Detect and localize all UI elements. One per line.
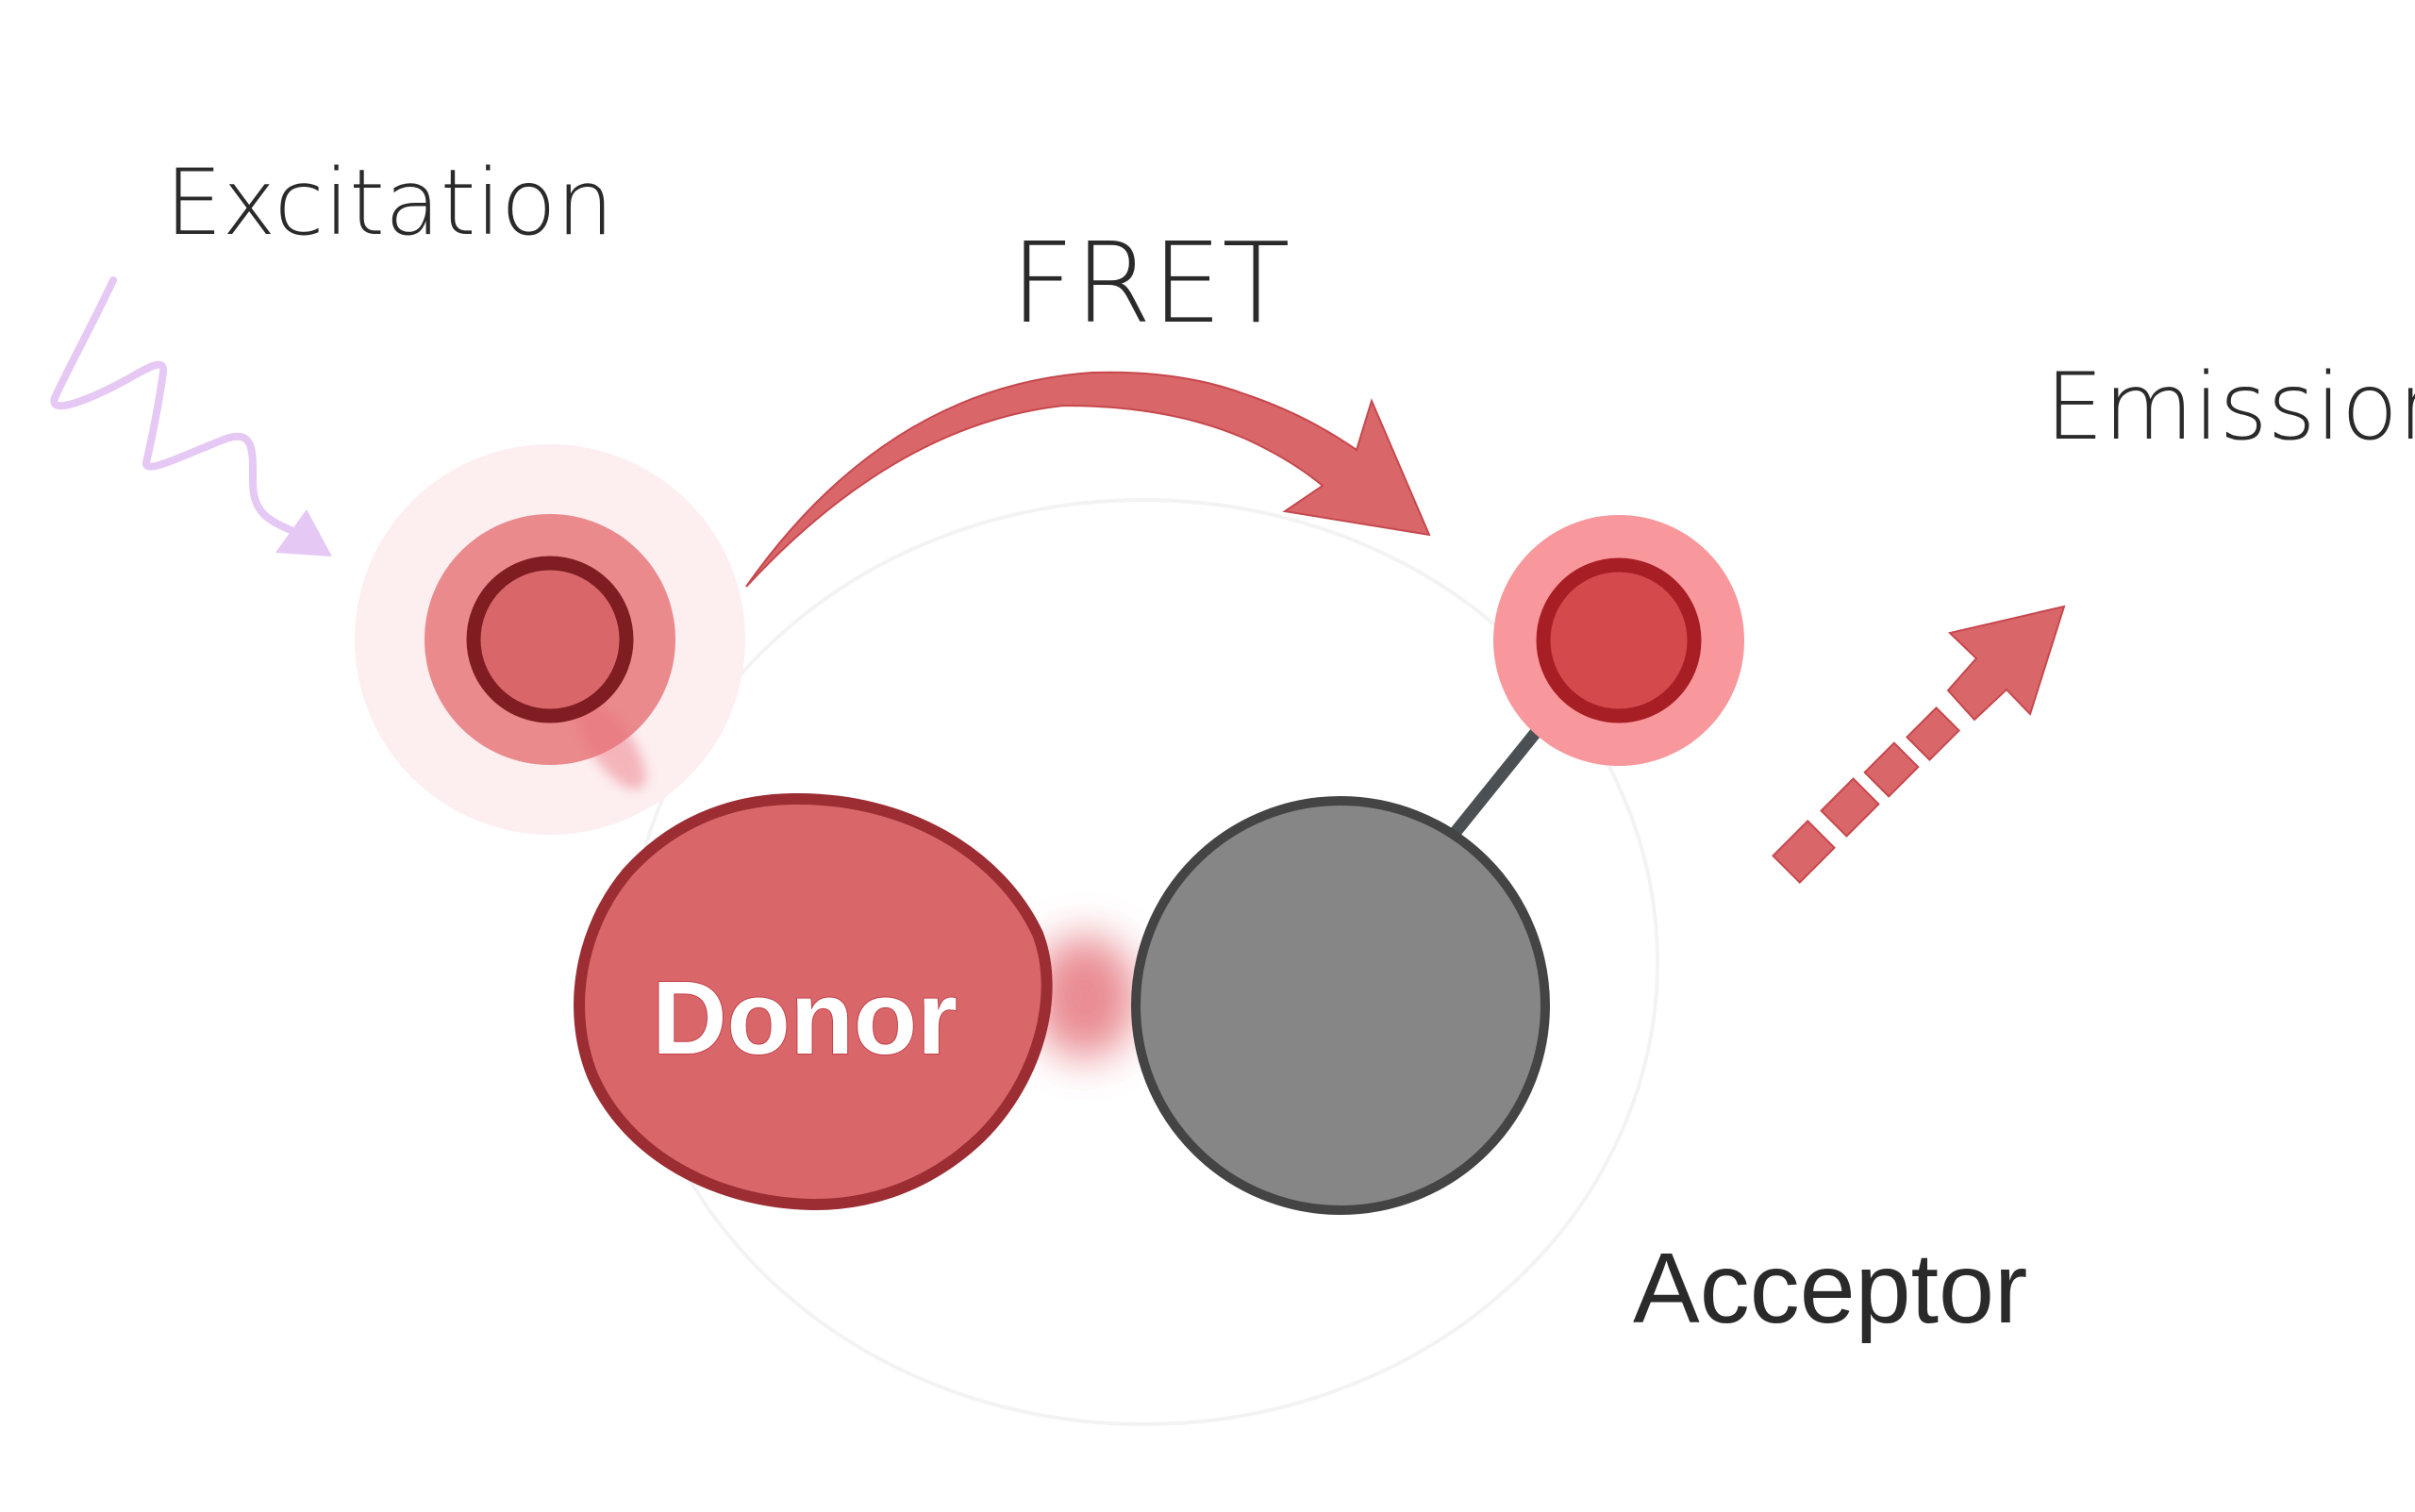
fret-arrow bbox=[745, 371, 1431, 588]
donor-fluorophore bbox=[355, 444, 745, 835]
acceptor-label: Acceptor bbox=[1633, 1233, 2027, 1344]
acceptor-fluorophore bbox=[1493, 515, 1744, 766]
emission-arrowhead bbox=[1946, 605, 2066, 722]
excitation-arrowhead bbox=[275, 509, 332, 557]
emission-dash bbox=[1863, 741, 1920, 798]
donor-protein bbox=[574, 792, 1053, 1211]
emission-dash bbox=[1772, 820, 1836, 884]
transfer-glow bbox=[1033, 936, 1137, 1058]
acceptor-fluor-core bbox=[1536, 557, 1702, 723]
donor-fluor-core bbox=[466, 556, 634, 723]
fret-label: FRET bbox=[1010, 218, 1291, 348]
emission-dash bbox=[1906, 706, 1960, 761]
excitation-wave-path bbox=[50, 276, 301, 537]
donor-fluor-streak bbox=[576, 701, 646, 789]
emission-label: Emission bbox=[2045, 354, 2415, 461]
emission-dash bbox=[1820, 777, 1880, 838]
donor-label: Donor bbox=[652, 960, 958, 1076]
emission-arrow bbox=[1772, 605, 2066, 884]
excitation-label: Excitation bbox=[165, 150, 614, 256]
excitation-wave-icon bbox=[50, 276, 332, 557]
acceptor-protein bbox=[1131, 796, 1550, 1215]
